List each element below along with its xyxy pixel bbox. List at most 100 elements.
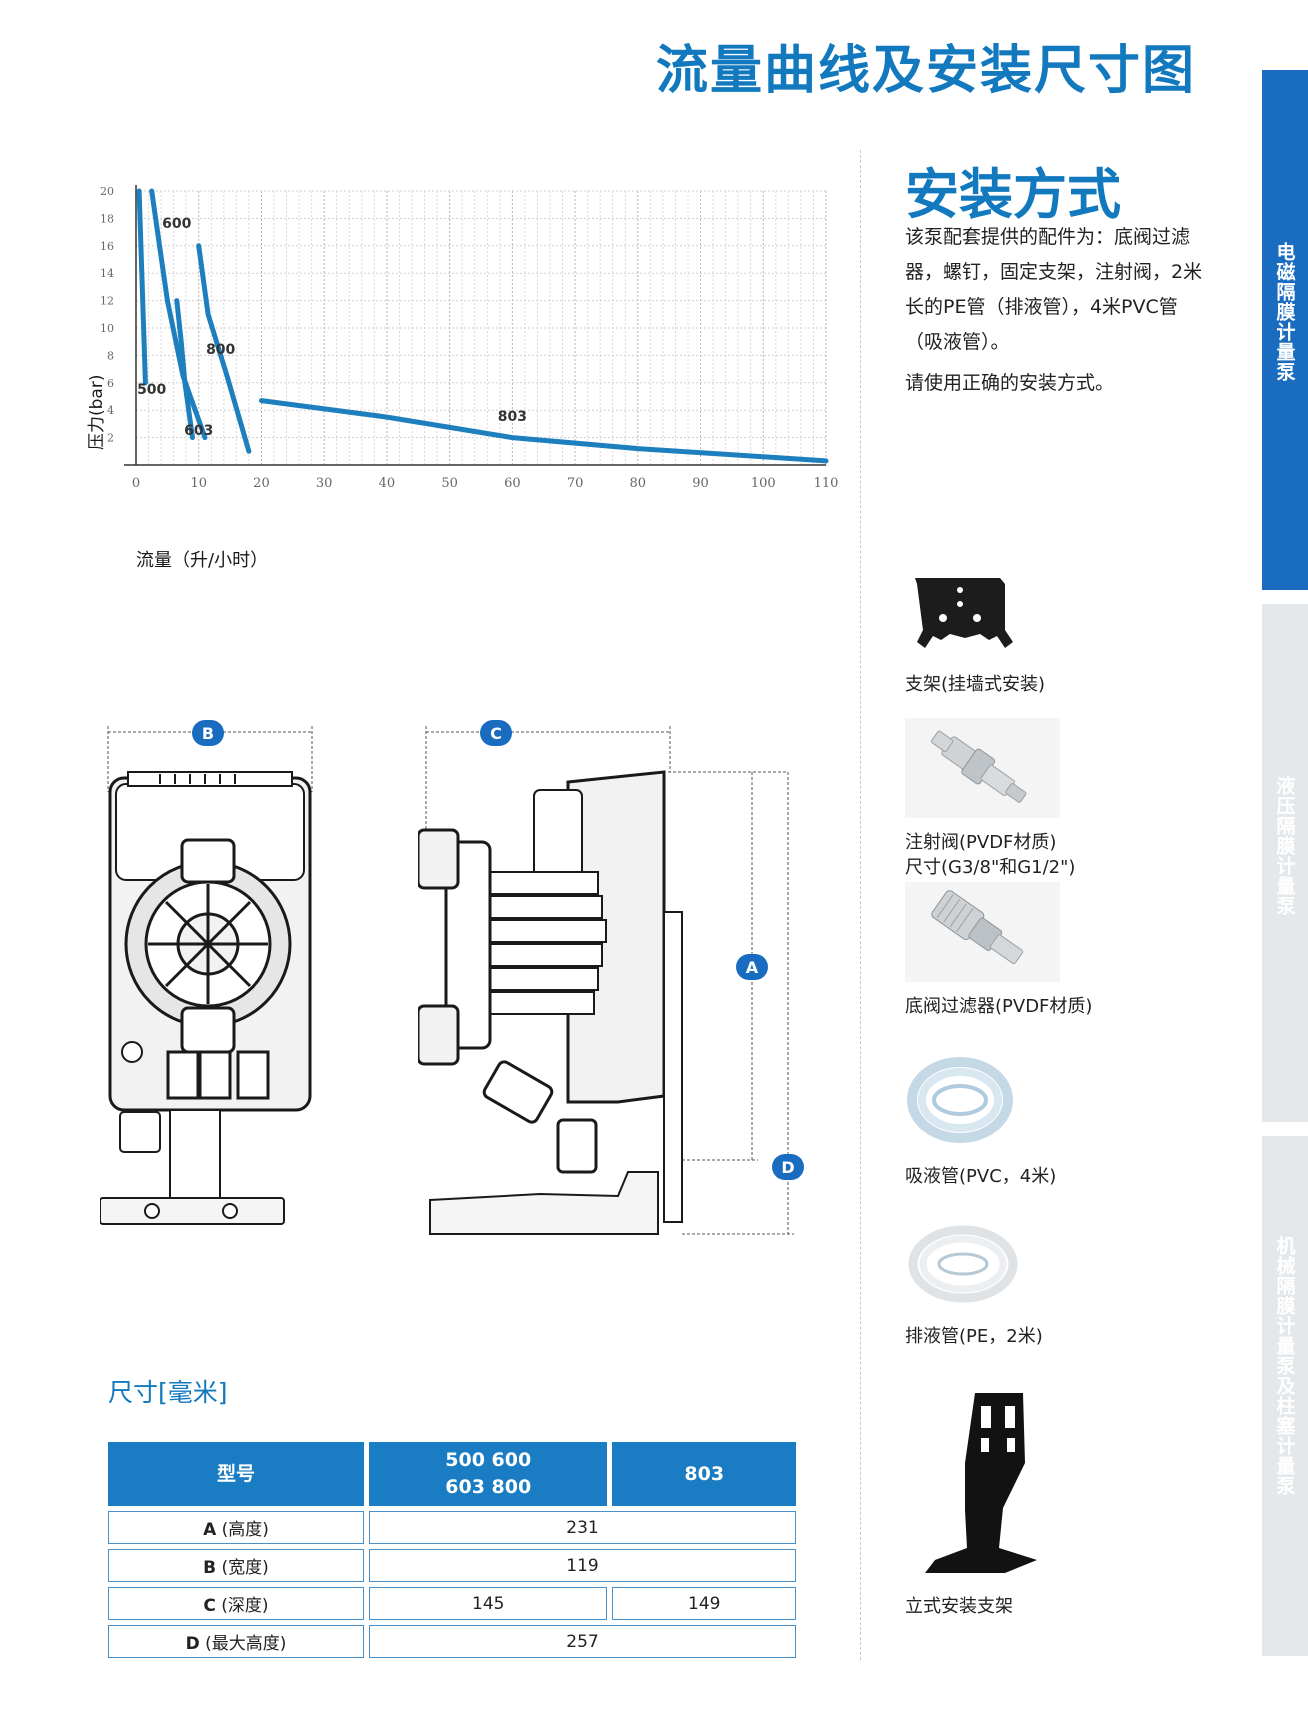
row-value: 119 [368,1549,796,1582]
x-tick-label: 70 [567,476,584,491]
install-paragraph: 该泵配套提供的配件为：底阀过滤器，螺钉，固定支架，注射阀，2米长的PE管（排液管… [905,226,1203,353]
side-tab-label: 电磁隔膜计量泵 [1273,242,1296,382]
chart-svg: 0 10 20 30 40 50 60 70 80 90 100 110 2 4 6 8 10 12 14 16 18 2… [100,185,839,491]
y-tick-label: 14 [100,267,114,280]
x-tick-label: 100 [751,476,776,491]
dimensions-table: 型号 500 600 603 800 803 A (高度) 231 B (宽度)… [103,1437,801,1663]
table-row: C (深度) 145 149 [108,1587,796,1620]
accessory-suction-tube: 吸液管(PVC，4米) [905,1052,1056,1189]
y-tick-label: 4 [107,404,114,417]
series-line-603 [174,298,195,441]
install-heading: 安装方式 [905,163,1121,226]
y-tick-label: 10 [100,322,114,335]
y-tick-label: 16 [100,240,114,253]
install-description: 该泵配套提供的配件为：底阀过滤器，螺钉，固定支架，注射阀，2米长的PE管（排液管… [905,220,1205,401]
column-divider [860,150,861,1660]
series-label: 600 [162,216,191,232]
row-key: A [203,1520,217,1540]
dimension-marker-a: A [736,954,768,980]
row-value: 231 [368,1511,796,1544]
side-tab-label: 机械隔膜计量泵及柱塞计量泵 [1273,1236,1296,1496]
pump-side-view-icon [416,726,794,1235]
row-value: 149 [612,1587,796,1620]
pump-front-view-icon [99,726,313,1225]
series-line-600 [149,188,208,441]
chart-x-axis-label: 流量（升/小时） [136,550,269,571]
row-label: A (高度) [108,1511,364,1544]
row-label: C (深度) [108,1587,364,1620]
header-model-803: 803 [612,1442,796,1506]
accessory-discharge-tube: 排液管(PE，2米) [905,1218,1043,1349]
x-tick-label: 40 [379,476,396,491]
y-tick-label: 12 [100,295,114,308]
accessory-injection-valve: 注射阀(PVDF材质) 尺寸(G3/8"和G1/2") [905,718,1075,880]
row-key: D [185,1634,200,1654]
row-value: 145 [368,1587,608,1620]
row-label-text: (最大高度) [199,1634,287,1654]
series-label: 803 [498,409,527,425]
accessory-label: 注射阀(PVDF材质) 尺寸(G3/8"和G1/2") [905,832,1076,878]
row-label-text: (深度) [215,1596,269,1616]
table-row: D (最大高度) 257 [108,1625,796,1658]
series-line-803 [259,398,829,464]
pump-front-drawing: B [99,712,320,1242]
pump-side-drawing: C A D [416,712,808,1242]
x-tick-label: 110 [814,476,839,491]
y-tick-label: 2 [107,432,114,445]
accessory-label: 底阀过滤器(PVDF材质) [905,996,1093,1017]
page-title: 流量曲线及安装尺寸图 [655,41,1196,101]
series-label: 603 [184,423,213,439]
foot-valve-filter-icon [905,882,1060,982]
table-row: B (宽度) 119 [108,1549,796,1582]
accessory-label: 支架(挂墙式安装) [905,674,1046,695]
accessory-label: 排液管(PE，2米) [905,1326,1043,1347]
accessory-bracket: 支架(挂墙式安装) [905,570,1045,697]
y-tick-label: 8 [107,349,114,362]
bracket-icon [915,578,1013,648]
row-key: B [203,1558,217,1578]
dimensions-title: 尺寸[毫米] [108,1378,228,1407]
header-model: 型号 [108,1442,364,1506]
x-tick-label: 30 [316,476,333,491]
y-tick-label: 18 [100,212,114,225]
side-tab-electromagnetic[interactable]: 电磁隔膜计量泵 [1262,70,1308,590]
side-tab-mechanical[interactable]: 机械隔膜计量泵及柱塞计量泵 [1262,1136,1308,1656]
dimension-marker-c: C [480,720,512,746]
header-models-group: 500 600 603 800 [368,1442,608,1506]
row-value: 257 [368,1625,796,1658]
row-label: D (最大高度) [108,1625,364,1658]
row-key: C [203,1596,216,1616]
series-label: 800 [206,342,235,358]
accessory-foot-valve-filter: 底阀过滤器(PVDF材质) [905,882,1092,1019]
side-tab-label: 液压隔膜计量泵 [1273,776,1296,916]
injection-valve-icon [905,718,1060,818]
side-tab-hydraulic[interactable]: 液压隔膜计量泵 [1262,604,1308,1122]
accessory-label: 立式安装支架 [905,1596,1013,1617]
table-header-row: 型号 500 600 603 800 803 [108,1442,796,1506]
suction-tube-icon [907,1057,1013,1143]
x-tick-label: 60 [504,476,521,491]
dimension-marker-b: B [192,720,224,746]
x-tick-label: 80 [630,476,647,491]
series-line-800 [196,243,252,454]
table-row: A (高度) 231 [108,1511,796,1544]
x-tick-label: 90 [692,476,709,491]
accessory-stand-bracket: 立式安装支架 [905,1388,1045,1619]
x-tick-label: 10 [190,476,207,491]
series-label: 500 [137,382,166,398]
row-label: B (宽度) [108,1549,364,1582]
install-note: 请使用正确的安装方式。 [905,372,1115,394]
y-tick-label: 20 [100,185,114,198]
chart-y-axis-label: 压力(bar) [87,374,107,450]
discharge-tube-icon [908,1225,1018,1303]
y-tick-label: 6 [107,377,114,390]
flow-curve-chart: 0 10 20 30 40 50 60 70 80 90 100 110 2 4 6 8 10 12 14 16 18 2… [80,175,840,575]
accessory-label: 吸液管(PVC，4米) [905,1166,1057,1187]
x-tick-label: 20 [253,476,270,491]
stand-bracket-icon [925,1393,1037,1573]
series-line-500 [136,188,148,386]
x-tick-label: 50 [441,476,458,491]
row-label-text: (高度) [216,1520,269,1540]
x-tick-label: 0 [132,476,140,491]
row-label-text: (宽度) [216,1558,269,1578]
